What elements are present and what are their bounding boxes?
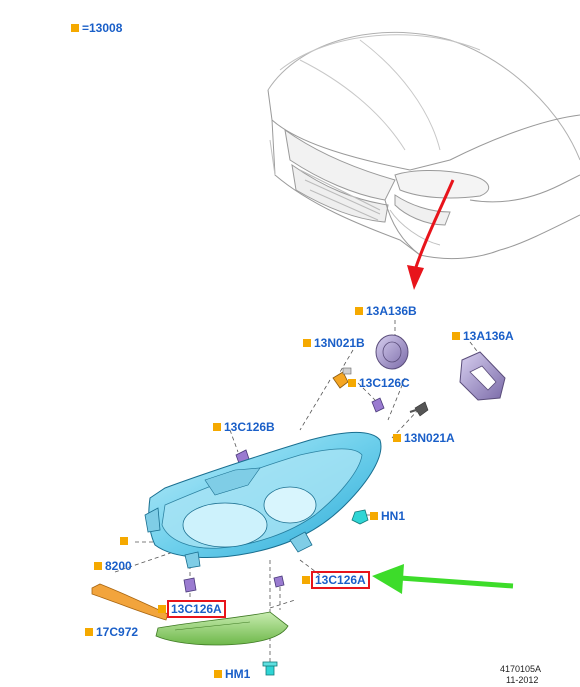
green-pointer-arrow xyxy=(372,564,514,594)
callout-13n021a: 13N021A xyxy=(393,431,455,445)
socket-13c126c xyxy=(371,397,385,413)
callout-13c126b: 13C126B xyxy=(213,420,275,434)
callout-square-icon xyxy=(303,339,311,347)
headlamp-assembly xyxy=(144,431,382,569)
highlight-box: 13C126A xyxy=(311,571,370,589)
callout-square-icon xyxy=(370,512,378,520)
socket-13c126a-right xyxy=(273,575,285,588)
red-pointer-arrow xyxy=(407,179,455,290)
callout-main-13008: =13008 xyxy=(71,21,122,35)
side-reflector-8200 xyxy=(91,583,169,621)
callout-hm1: HM1 xyxy=(214,667,250,681)
callout-square-icon xyxy=(94,562,102,570)
headlamp-cover-rect xyxy=(459,351,506,401)
callout-13a136b: 13A136B xyxy=(355,304,417,318)
callout-square-icon xyxy=(355,307,363,315)
bulb-13n021a xyxy=(409,401,429,417)
headlamp-cap-round xyxy=(375,334,409,370)
callout-square-icon xyxy=(214,670,222,678)
callout-13n021b: 13N021B xyxy=(303,336,365,350)
callout-square-icon xyxy=(393,434,401,442)
callout-headlamp-unlabeled xyxy=(120,537,131,545)
highlight-box: 13C126A xyxy=(167,600,226,618)
vehicle-front-illustration xyxy=(267,31,580,260)
callout-square-icon xyxy=(348,379,356,387)
drawing-date: 11-2012 xyxy=(506,675,539,685)
callout-square-icon xyxy=(120,537,128,545)
callout-square-icon xyxy=(85,628,93,636)
socket-13c126a-left xyxy=(183,577,197,593)
callout-hn1: HN1 xyxy=(370,509,405,523)
callout-13c126a-left: 13C126A xyxy=(158,600,226,618)
screw-hm1 xyxy=(262,661,278,676)
callout-square-icon xyxy=(213,423,221,431)
callout-17c972: 17C972 xyxy=(85,625,138,639)
drawing-reference: 4170105A 11-2012 xyxy=(500,664,541,686)
bracket-17c972 xyxy=(155,611,289,646)
callout-square-icon xyxy=(302,576,310,584)
callout-square-icon xyxy=(71,24,79,32)
drawing-number: 4170105A xyxy=(500,664,542,674)
callout-8200: 8200 xyxy=(94,559,132,573)
callout-square-icon xyxy=(158,605,166,613)
callout-13c126a-right: 13C126A xyxy=(302,571,370,589)
callout-13c126c: 13C126C xyxy=(348,376,410,390)
clip-hn1 xyxy=(351,509,369,525)
callout-13a136a: 13A136A xyxy=(452,329,514,343)
callout-square-icon xyxy=(452,332,460,340)
